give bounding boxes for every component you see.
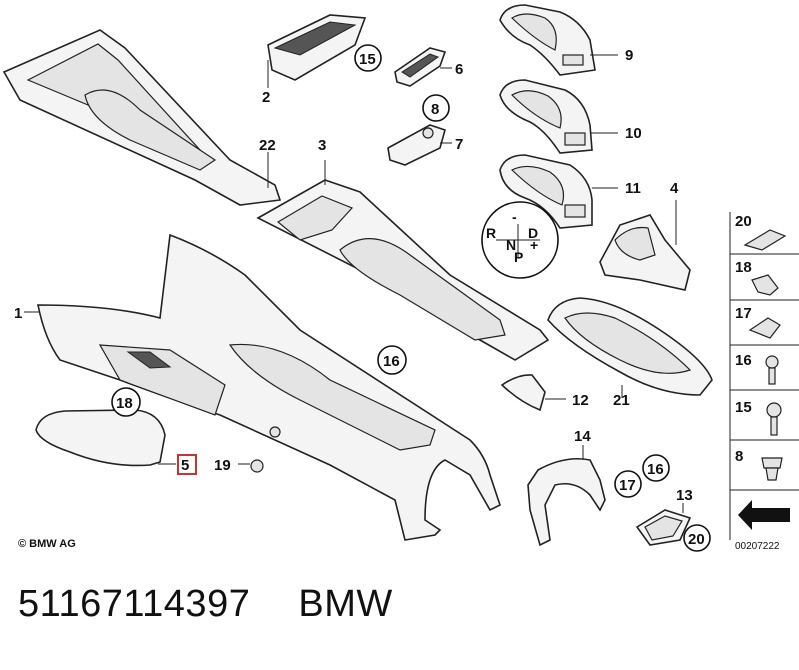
center-console-1	[24, 233, 501, 541]
switch-6	[394, 47, 452, 87]
callout-4: 4	[670, 180, 679, 197]
gate-d: D	[528, 225, 538, 241]
callout-6: 6	[455, 61, 463, 78]
trim-frame-9	[499, 4, 618, 76]
callout-3: 3	[318, 137, 326, 154]
footer: 51167114397 BMW	[18, 583, 393, 626]
parts-diagram: R N D - + P	[2, 4, 799, 552]
legend-num-0: 20	[735, 213, 752, 230]
center-trim-3	[256, 160, 550, 361]
legend-num-1: 18	[735, 259, 752, 276]
gate-p: P	[514, 249, 523, 265]
switch-7	[387, 110, 452, 166]
part-number: 51167114397	[18, 583, 251, 625]
callout-8: 8	[431, 101, 439, 118]
legend-num-2: 17	[735, 305, 752, 322]
trim-panel-22	[2, 29, 282, 206]
callout-15: 15	[359, 51, 376, 68]
callout-16b: 16	[647, 461, 664, 478]
callout-7: 7	[455, 136, 463, 153]
clip-19	[238, 459, 264, 473]
callout-10: 10	[625, 125, 642, 142]
display-unit-2	[267, 14, 367, 88]
cover-12	[500, 374, 566, 412]
gate-r: R	[486, 225, 496, 241]
gate-minus: -	[512, 209, 517, 225]
callout-11: 11	[625, 180, 641, 197]
callout-18: 18	[116, 395, 133, 412]
cover-13	[635, 503, 692, 546]
legend-num-4: 15	[735, 399, 752, 416]
callout-12: 12	[572, 392, 589, 409]
gate-n: N	[506, 237, 516, 253]
callout-1: 1	[14, 305, 22, 322]
fastener-legend: 20 18 17 16 15 8	[729, 212, 799, 540]
arrow-icon	[738, 500, 790, 530]
armrest-5	[35, 409, 176, 467]
brand-name: BMW	[298, 583, 393, 625]
trim-frame-10	[499, 79, 618, 154]
callout-19: 19	[214, 457, 231, 474]
trim-frame-11	[499, 154, 618, 229]
shift-frame-21	[547, 297, 713, 398]
callout-9: 9	[625, 47, 633, 64]
legend-num-3: 16	[735, 352, 752, 369]
gate-plus: +	[530, 237, 538, 253]
bracket-14	[527, 445, 606, 547]
callout-14: 14	[574, 428, 591, 445]
shift-boot-4	[599, 200, 691, 291]
callout-22: 22	[259, 137, 276, 154]
callout-16a: 16	[383, 353, 400, 370]
callout-21: 21	[613, 392, 630, 409]
callout-13: 13	[676, 487, 693, 504]
copyright: © BMW AG	[18, 538, 76, 550]
shift-gate-graphic: R N D - + P	[481, 201, 559, 279]
callout-2: 2	[262, 89, 270, 106]
callout-17: 17	[619, 477, 636, 494]
doc-number: 00207222	[735, 541, 780, 552]
callout-20: 20	[688, 531, 705, 548]
callout-5: 5	[181, 457, 189, 474]
legend-num-5: 8	[735, 448, 743, 465]
